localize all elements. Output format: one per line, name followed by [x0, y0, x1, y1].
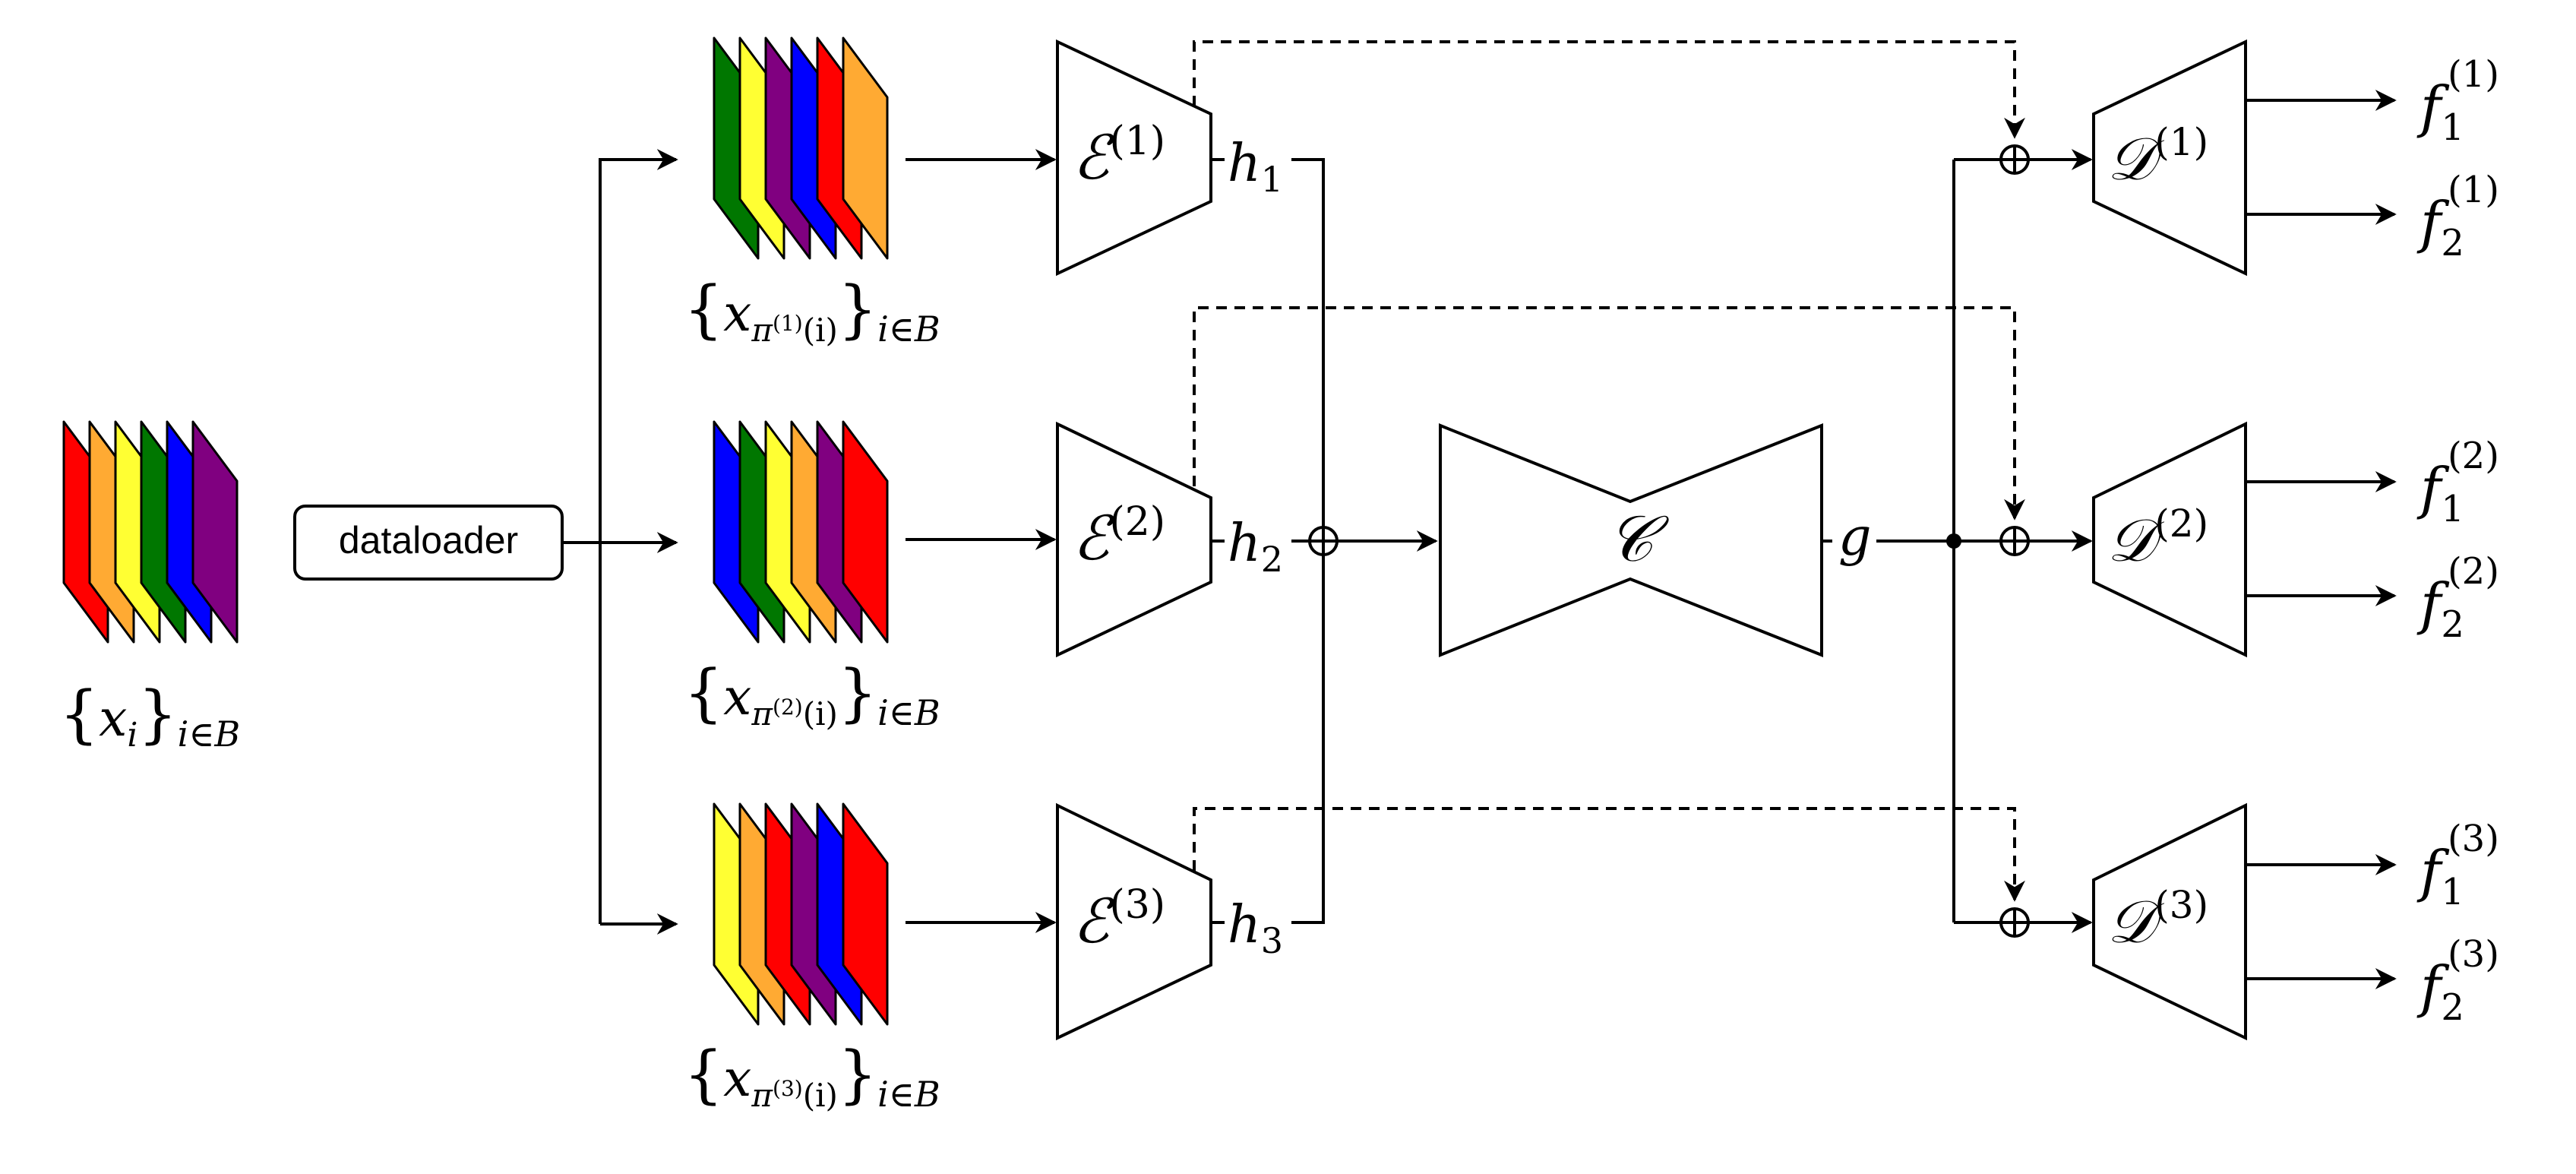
output-f1-branch-1: f1(1) — [2416, 53, 2499, 149]
svg-text:ℰ(2): ℰ(2) — [1073, 499, 1165, 574]
svg-text:ℰ(1): ℰ(1) — [1073, 119, 1165, 193]
sum-node-decoder-2 — [1999, 526, 2030, 556]
sum-node-decoder-1 — [1999, 144, 2030, 175]
latent-h2-label: h2 — [1228, 514, 1283, 580]
encoder-2: ℰ(2) — [1056, 421, 1212, 658]
decoder-1: 𝒟(1) — [2092, 39, 2247, 277]
encoder-3: ℰ(3) — [1056, 802, 1212, 1041]
svg-text:𝒟(2): 𝒟(2) — [2107, 502, 2208, 575]
input-batch-label: {xi}i∈B — [59, 679, 240, 755]
latent-h1-label: h1 — [1228, 134, 1283, 200]
permuted-batch-label-1: {xπ(1)(i)}i∈B — [684, 274, 940, 350]
permuted-batch-label-2: {xπ(2)(i)}i∈B — [684, 657, 940, 733]
branch-junction-dot — [1946, 533, 1961, 549]
skip-connections — [1193, 40, 2025, 902]
stack-to-encoder-arrows — [906, 149, 1057, 933]
permuted-batch-1-layer-6 — [842, 36, 889, 260]
latent-h3-label: h3 — [1228, 895, 1283, 961]
encoder-1: ℰ(1) — [1056, 39, 1212, 277]
output-f2-branch-3: f2(3) — [2416, 933, 2499, 1029]
permuted-batch-stack-1 — [713, 36, 889, 260]
svg-text:ℰ(3): ℰ(3) — [1073, 882, 1165, 957]
sum-node-decoder-3 — [1999, 907, 2030, 938]
sum-node-encoders — [1308, 526, 1339, 556]
permuted-batch-stack-3 — [713, 802, 889, 1026]
input-batch-stack — [62, 420, 239, 644]
core-bottleneck: 𝒞 — [1439, 423, 1823, 657]
dataloader-connectors — [562, 149, 678, 935]
decoder-2: 𝒟(2) — [2092, 421, 2247, 658]
output-f1-branch-3: f1(3) — [2416, 818, 2499, 913]
output-f1-branch-2: f1(2) — [2416, 435, 2499, 530]
output-f2-branch-1: f2(1) — [2416, 169, 2499, 264]
permuted-batch-label-3: {xπ(3)(i)}i∈B — [684, 1039, 940, 1115]
permuted-batch-3-layer-6 — [842, 802, 889, 1026]
shared-g-label: g — [1838, 508, 1872, 568]
decoder-3: 𝒟(3) — [2092, 802, 2247, 1041]
decoder-output-arrows — [2246, 90, 2397, 989]
dataloader-label: dataloader — [339, 519, 518, 562]
permuted-batch-stack-2 — [713, 420, 889, 644]
permuted-batch-2-layer-6 — [842, 420, 889, 644]
output-f2-branch-2: f2(2) — [2416, 550, 2499, 646]
input-batch-layer-6 — [191, 420, 239, 644]
